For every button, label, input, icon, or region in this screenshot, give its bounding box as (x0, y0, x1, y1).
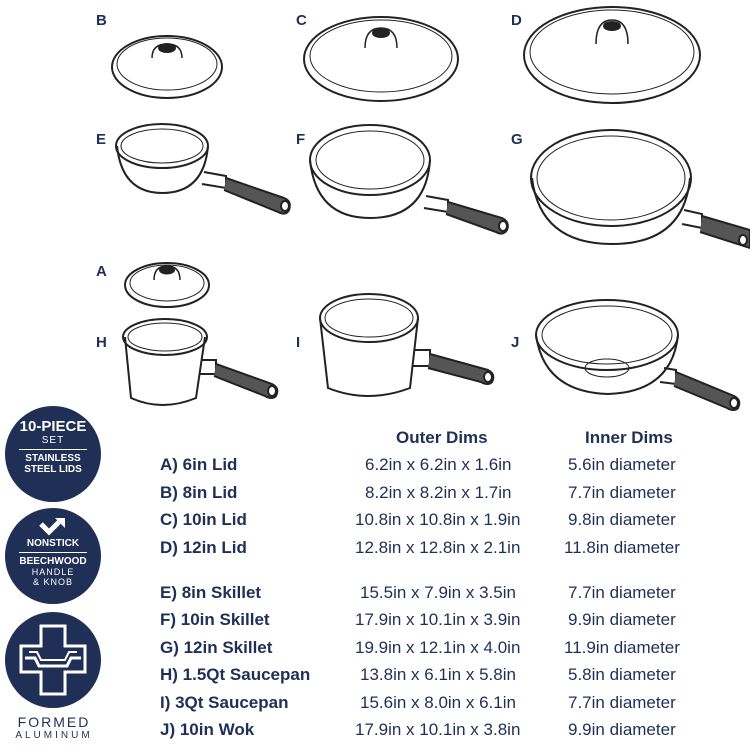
outer-dims: 15.5in x 7.9in x 3.5in (360, 583, 516, 602)
lid-b-drawing (111, 35, 223, 99)
inner-dims: 7.7in diameter (568, 483, 676, 502)
skillet-f-drawing (309, 124, 509, 235)
inner-dims: 9.8in diameter (568, 510, 676, 529)
label-j: J (511, 334, 520, 351)
label-d: D (511, 12, 522, 29)
arrow-icon (5, 508, 101, 538)
item-name: J) 10in Wok (160, 720, 255, 739)
saucepan-h-drawing (122, 318, 279, 406)
item-name: E) 8in Skillet (160, 583, 262, 602)
label-i: I (296, 334, 301, 351)
inner-dims: 7.7in diameter (568, 583, 676, 602)
badge-nonstick-line3: HANDLE (31, 567, 75, 577)
outer-dims: 15.6in x 8.0in x 6.1in (360, 693, 516, 712)
item-name: A) 6in Lid (160, 455, 238, 474)
skillet-e-drawing (115, 123, 291, 215)
header-inner-dims: Inner Dims (585, 428, 673, 447)
inner-dims: 5.8in diameter (568, 665, 676, 684)
badge-set-subtitle: SET (41, 435, 65, 446)
inner-dims: 9.9in diameter (568, 610, 676, 629)
outer-dims: 12.8in x 12.8in x 2.1in (355, 538, 521, 557)
inner-dims: 7.7in diameter (568, 693, 676, 712)
wok-j-drawing (535, 299, 741, 411)
cookware-illustration (111, 6, 750, 411)
inner-dims: 5.6in diameter (568, 455, 676, 474)
label-f: F (296, 131, 306, 148)
nonstick-badge: NONSTICK BEECHWOOD HANDLE & KNOB (5, 508, 101, 604)
badge-divider (19, 449, 87, 450)
formed-pan-icon (19, 624, 87, 696)
lid-d-drawing (523, 6, 701, 104)
inner-dims: 11.9in diameter (564, 638, 680, 657)
formed-aluminum-caption: FORMED ALUMINUM (8, 714, 100, 741)
item-name: H) 1.5Qt Saucepan (160, 665, 311, 684)
badge-nonstick-line4: & KNOB (32, 577, 73, 587)
saucepan-i-drawing (319, 293, 495, 397)
label-a: A (96, 263, 107, 280)
badge-divider (19, 552, 87, 553)
label-c: C (296, 12, 307, 29)
badge-set-line3: STAINLESS (25, 453, 81, 464)
badge-set-title: 10-PIECE (19, 418, 87, 435)
label-b: B (96, 12, 107, 29)
lid-a-drawing (124, 262, 210, 308)
formed-aluminum-badge (5, 612, 101, 708)
inner-dims: 9.9in diameter (568, 720, 676, 739)
formed-line2: ALUMINUM (15, 730, 93, 741)
item-name: D) 12in Lid (160, 538, 247, 557)
badge-nonstick-line1: NONSTICK (26, 538, 80, 549)
outer-dims: 8.2in x 8.2in x 1.7in (365, 483, 512, 502)
item-name: C) 10in Lid (160, 510, 247, 529)
outer-dims: 13.8in x 6.1in x 5.8in (360, 665, 516, 684)
item-name: F) 10in Skillet (160, 610, 270, 629)
outer-dims: 17.9in x 10.1in x 3.8in (355, 720, 521, 739)
label-h: H (96, 334, 107, 351)
label-e: E (96, 131, 107, 148)
ten-piece-set-badge: 10-PIECE SET STAINLESS STEEL LIDS (5, 406, 101, 502)
item-name: I) 3Qt Saucepan (160, 693, 289, 712)
item-name: B) 8in Lid (160, 483, 238, 502)
item-name: G) 12in Skillet (160, 638, 273, 657)
badge-nonstick-line2: BEECHWOOD (19, 556, 87, 567)
inner-dims: 11.8in diameter (564, 538, 680, 557)
formed-line1: FORMED (17, 714, 91, 730)
header-outer-dims: Outer Dims (396, 428, 488, 447)
badge-set-line4: STEEL LIDS (24, 464, 82, 475)
outer-dims: 19.9in x 12.1in x 4.0in (355, 638, 521, 657)
label-g: G (511, 131, 523, 148)
lid-c-drawing (303, 16, 459, 102)
skillet-g-drawing (530, 129, 750, 250)
outer-dims: 6.2in x 6.2in x 1.6in (365, 455, 512, 474)
outer-dims: 17.9in x 10.1in x 3.9in (355, 610, 521, 629)
outer-dims: 10.8in x 10.8in x 1.9in (355, 510, 521, 529)
